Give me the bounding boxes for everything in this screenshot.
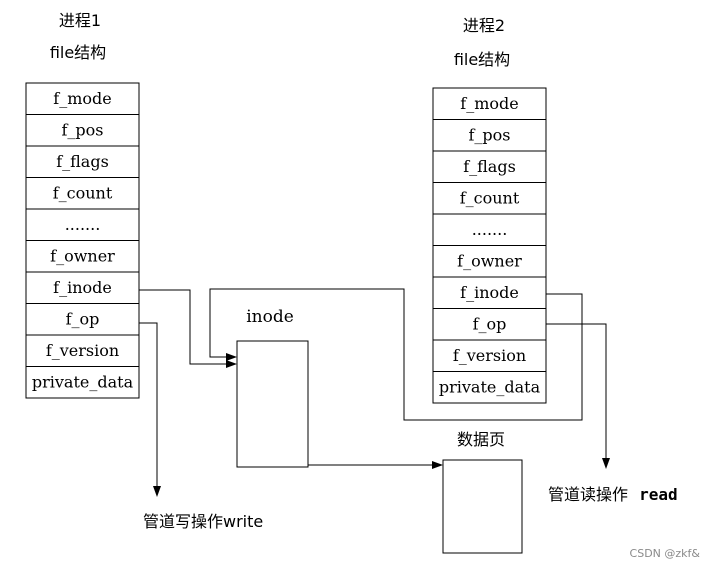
process1-field-cell	[25, 366, 140, 399]
process2-field-cell	[432, 182, 547, 215]
process1-field-cell	[25, 145, 140, 178]
process2-field-cell	[432, 119, 547, 152]
inode-datapage-arrowhead	[432, 461, 443, 469]
process1-field-label: f_mode	[53, 89, 111, 108]
process1-field-label: f_pos	[61, 120, 103, 139]
process1-field-label: f_owner	[50, 246, 115, 265]
process1-field-label: private_data	[32, 372, 134, 391]
p2-inode-connector	[209, 288, 583, 421]
process1-field-cell	[25, 240, 140, 273]
process2-field-label: private_data	[439, 377, 541, 396]
read-operation-fn: read	[639, 485, 678, 504]
p1-op-write-connector	[139, 322, 158, 487]
process1-title: 进程1	[59, 11, 101, 30]
read-operation-cn: 管道读操作	[548, 485, 628, 504]
process1-field-cell	[25, 114, 140, 147]
data-page-box	[442, 459, 523, 554]
process2-field-cell	[432, 371, 547, 404]
p1-inode-arrowhead	[226, 360, 237, 368]
p2-op-read-connector	[546, 323, 607, 459]
process1-field-label: f_count	[53, 183, 113, 202]
process2-field-cell	[432, 276, 547, 309]
process1-struct-label: file结构	[50, 43, 106, 62]
process2-field-label: .......	[472, 220, 508, 239]
process2-title: 进程2	[463, 16, 505, 35]
process2-file-struct-table: f_mode f_pos f_flags f_count....... f_ownerf…	[432, 87, 547, 404]
read-operation-label: 管道读操作 read	[548, 485, 678, 504]
process1-field-cell	[25, 303, 140, 336]
p1-op-write-arrowhead	[153, 486, 161, 497]
process1-field-label: .......	[65, 215, 101, 234]
process2-field-label: f_mode	[460, 94, 518, 113]
process2-field-label: f_version	[453, 346, 526, 365]
process2-struct-label: file结构	[454, 50, 510, 69]
process2-field-label: f_pos	[468, 125, 510, 144]
process2-field-label: f_inode	[460, 283, 519, 302]
process1-field-label: f_inode	[53, 278, 112, 297]
csdn-watermark: CSDN @zkf&	[630, 547, 701, 560]
process2-field-label: f_op	[473, 314, 507, 333]
p1-inode-connector	[139, 289, 232, 365]
inode-box	[236, 340, 309, 468]
p2-inode-arrowhead	[226, 353, 237, 361]
process1-field-label: f_op	[66, 309, 100, 328]
process2-field-label: f_count	[460, 188, 520, 207]
process1-file-struct-table: f_mode f_pos f_flags f_count....... f_ownerf…	[25, 82, 140, 399]
process1-field-cell	[25, 82, 140, 115]
process1-field-label: f_flags	[56, 152, 109, 171]
inode-label: inode	[246, 307, 294, 327]
process1-field-cell	[25, 177, 140, 210]
p2-op-read-arrowhead	[602, 458, 610, 469]
process2-field-label: f_owner	[457, 251, 522, 270]
write-operation-label: 管道写操作write	[143, 512, 263, 531]
process2-field-cell	[432, 87, 547, 120]
process2-field-cell	[432, 339, 547, 372]
process2-field-label: f_flags	[463, 157, 516, 176]
process2-field-cell	[432, 308, 547, 341]
process1-field-label: f_version	[46, 341, 119, 360]
data-page-label: 数据页	[457, 430, 505, 449]
process2-field-cell	[432, 245, 547, 278]
